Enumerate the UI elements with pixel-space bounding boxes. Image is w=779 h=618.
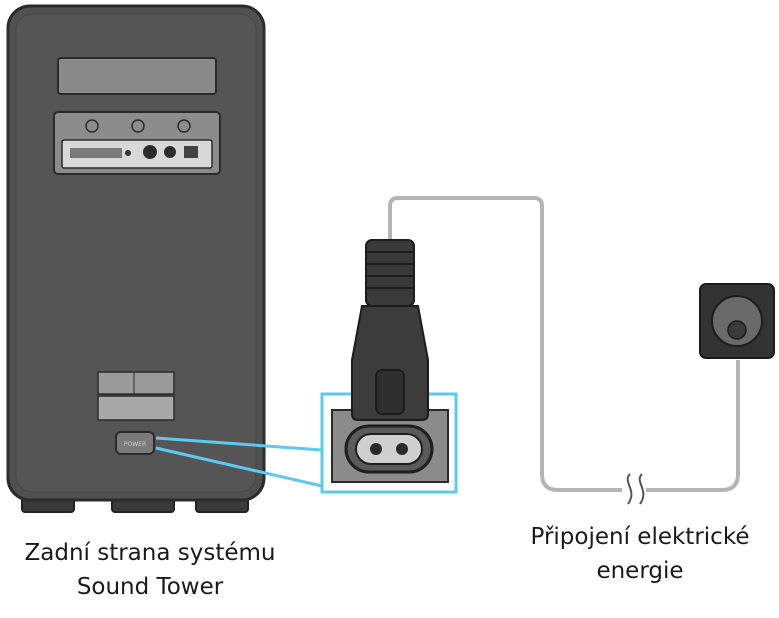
panel-knob-3: [177, 119, 191, 133]
power-port-label: POWER: [124, 441, 146, 448]
caption-power-connection: Připojení elektrické energie: [500, 520, 779, 588]
caption-left-line2: Sound Tower: [76, 574, 224, 600]
caption-sound-tower-rear: Zadní strana systému Sound Tower: [0, 536, 300, 604]
power-plug: [351, 239, 429, 421]
plug-grip: [375, 369, 405, 415]
cabinet-handle-slot: [57, 57, 217, 95]
callout-lines: [155, 436, 323, 488]
cable-break-symbol: [622, 473, 646, 505]
rating-label: [97, 371, 175, 395]
port-group-left: [70, 148, 122, 158]
port-jack-small: [125, 150, 131, 156]
plug-strain-relief: [365, 239, 415, 307]
serial-label: [97, 395, 175, 421]
outlet-plug-inserted: [727, 320, 747, 340]
inset-socket-face: [355, 433, 423, 465]
caption-right-line1: Připojení elektrické: [530, 524, 750, 550]
callout-line-top: [155, 436, 323, 452]
power-port: [115, 431, 155, 455]
callout-line-bottom: [155, 446, 323, 488]
power-cable: [388, 196, 740, 492]
port-usb: [184, 146, 198, 158]
power-port-zoom-inset: [320, 392, 458, 494]
socket-pin-right: [396, 443, 408, 455]
socket-pin-left: [370, 443, 382, 455]
caption-right-line2: energie: [596, 558, 684, 584]
port-jack-large: [143, 145, 157, 159]
wall-outlet: [699, 283, 775, 359]
panel-knob-2: [131, 119, 145, 133]
sound-tower-rear-view: POWER: [6, 4, 266, 513]
plug-body: [351, 305, 429, 421]
caption-left-line1: Zadní strana systému: [24, 540, 276, 566]
panel-knob-1: [85, 119, 99, 133]
connector-strip: [61, 139, 213, 169]
port-jack-medium: [164, 146, 176, 158]
